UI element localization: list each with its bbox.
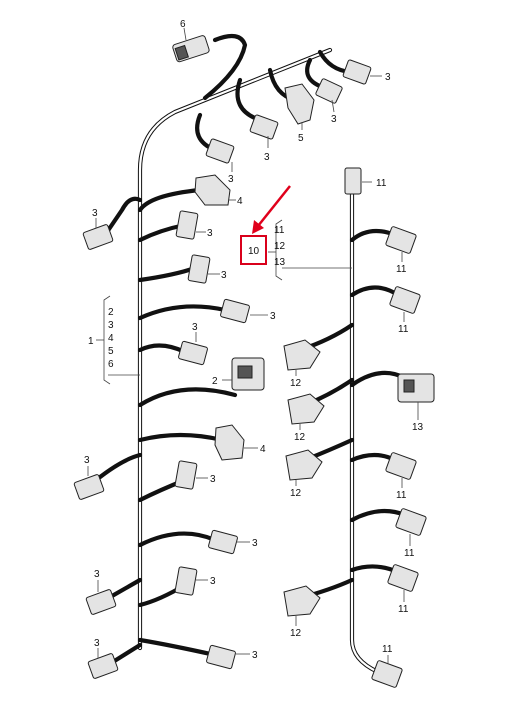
label-3: 3 bbox=[385, 72, 391, 83]
connector-11 bbox=[385, 452, 417, 480]
connector-3 bbox=[205, 138, 235, 164]
connector-3 bbox=[85, 589, 117, 615]
connector-3 bbox=[342, 59, 372, 85]
connector-5 bbox=[284, 83, 315, 125]
label-5: 5 bbox=[298, 133, 304, 144]
label-3: 3 bbox=[252, 538, 258, 549]
label-3: 3 bbox=[264, 152, 270, 163]
connector-3 bbox=[174, 460, 198, 490]
label-13: 13 bbox=[412, 422, 424, 433]
label-12: 12 bbox=[290, 488, 302, 499]
group-item: 13 bbox=[274, 257, 286, 268]
connector-3 bbox=[82, 224, 114, 250]
connector-11 bbox=[395, 508, 427, 536]
connector-11 bbox=[344, 167, 362, 195]
connector-12 bbox=[283, 339, 321, 371]
connector-3 bbox=[220, 298, 250, 324]
label-12: 12 bbox=[294, 432, 306, 443]
label-11: 11 bbox=[404, 548, 415, 559]
label-6: 6 bbox=[180, 19, 186, 30]
connector-3 bbox=[187, 254, 211, 284]
connector-3 bbox=[175, 210, 199, 240]
label-4: 4 bbox=[237, 196, 243, 207]
label-3: 3 bbox=[207, 228, 213, 239]
label-12: 12 bbox=[290, 628, 302, 639]
connectors bbox=[73, 35, 435, 688]
label-11: 11 bbox=[398, 604, 409, 615]
label-3: 3 bbox=[252, 650, 258, 661]
label-11: 11 bbox=[382, 644, 393, 655]
group-item: 5 bbox=[108, 346, 114, 357]
connector-3 bbox=[315, 78, 343, 104]
leader-lines bbox=[87, 27, 419, 664]
label-3: 3 bbox=[94, 569, 100, 580]
connector-3 bbox=[208, 529, 238, 555]
group-item: 2 bbox=[108, 307, 114, 318]
label-11: 11 bbox=[396, 490, 407, 501]
highlight-arrow bbox=[252, 185, 291, 234]
connector-11 bbox=[371, 660, 403, 688]
label-11: 11 bbox=[396, 264, 407, 275]
group-item: 6 bbox=[108, 359, 114, 370]
label-4: 4 bbox=[260, 444, 266, 455]
label-3: 3 bbox=[84, 455, 90, 466]
connector-3 bbox=[174, 566, 198, 596]
label-12: 12 bbox=[290, 378, 302, 389]
label-3: 3 bbox=[192, 322, 198, 333]
connector-3 bbox=[206, 644, 236, 670]
label-11: 11 bbox=[376, 178, 387, 189]
label-3: 3 bbox=[92, 208, 98, 219]
connector-12 bbox=[283, 585, 321, 617]
label-3: 3 bbox=[228, 174, 234, 185]
connector-12 bbox=[285, 449, 323, 481]
connector-12 bbox=[287, 393, 325, 425]
label-3: 3 bbox=[210, 576, 216, 587]
connector-11 bbox=[389, 286, 421, 314]
connector-4 bbox=[194, 174, 231, 206]
connector-11 bbox=[385, 226, 417, 254]
label-2: 2 bbox=[212, 376, 218, 387]
group-item: 11 bbox=[274, 225, 285, 236]
connector-11 bbox=[387, 564, 419, 592]
label-3: 3 bbox=[331, 114, 337, 125]
group-item: 3 bbox=[108, 320, 114, 331]
group-item: 4 bbox=[108, 333, 114, 344]
label-3: 3 bbox=[94, 638, 100, 649]
connector-3 bbox=[73, 474, 105, 500]
connector-3 bbox=[178, 340, 208, 366]
connector-4 bbox=[214, 424, 245, 461]
label-group-1: 1 bbox=[88, 336, 94, 347]
connector-3 bbox=[87, 653, 119, 679]
connector-3 bbox=[249, 114, 279, 140]
label-3: 3 bbox=[221, 270, 227, 281]
label-11: 11 bbox=[398, 324, 409, 335]
label-3: 3 bbox=[210, 474, 216, 485]
group-item: 12 bbox=[274, 241, 286, 252]
label-highlighted-10: 10 bbox=[248, 246, 260, 257]
label-3: 3 bbox=[270, 311, 276, 322]
highlight-box bbox=[240, 235, 267, 265]
connector-13 bbox=[397, 373, 435, 403]
callout-labels: 6 3 3 5 3 3 4 3 3 3 3 3 2 4 3 3 3 3 3 3 … bbox=[84, 19, 424, 661]
